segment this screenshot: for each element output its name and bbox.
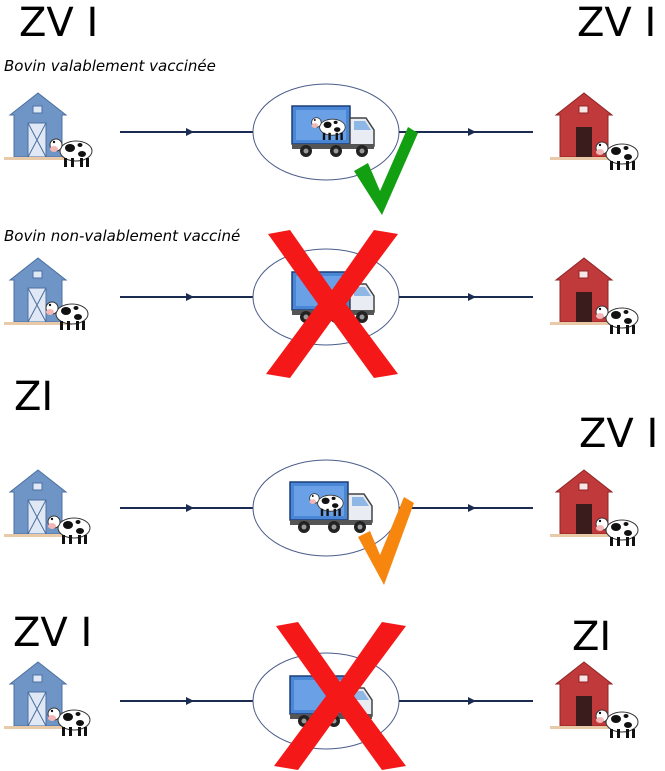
origin-barn — [4, 257, 72, 325]
destination-zone-label: ZV I — [577, 0, 657, 46]
scenario-caption: Bovin valablement vaccinée — [4, 57, 216, 75]
scenario-caption: Bovin non-valablement vacciné — [4, 227, 241, 245]
destination-zone-label: ZI — [572, 614, 612, 660]
check-icon — [354, 127, 418, 215]
check-icon — [358, 497, 414, 585]
destination-barn — [550, 661, 618, 729]
origin-zone-label: ZV I — [19, 0, 99, 46]
origin-zone-label: ZV I — [13, 610, 93, 656]
origin-barn — [4, 469, 72, 537]
destination-barn — [550, 257, 618, 325]
destination-zone-label: ZV I — [579, 411, 659, 457]
cross-icon — [266, 230, 398, 378]
origin-zone-label: ZI — [14, 374, 54, 420]
cross-icon — [274, 622, 406, 770]
destination-barn — [550, 469, 618, 537]
destination-barn — [550, 92, 618, 160]
origin-barn — [4, 92, 72, 160]
origin-barn — [4, 661, 72, 729]
